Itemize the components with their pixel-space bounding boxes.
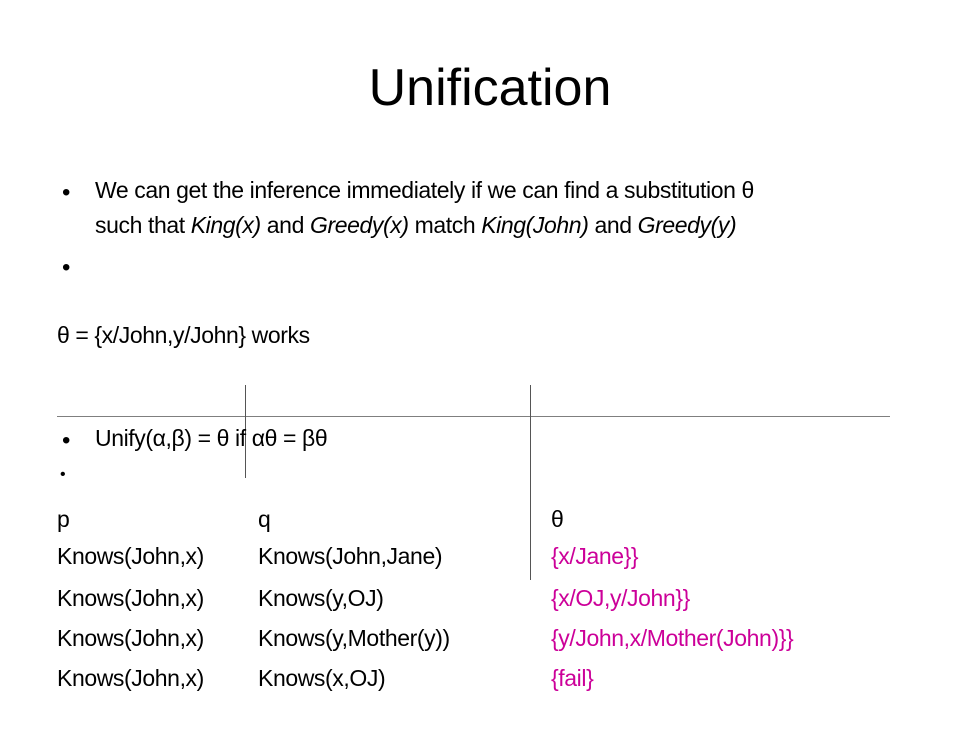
- bullet-1-line-1: We can get the inference immediately if …: [95, 177, 754, 204]
- row-2-q: Knows(y,OJ): [258, 585, 384, 611]
- text-segment: King(John): [481, 212, 589, 238]
- text-segment: Greedy(y): [637, 212, 737, 238]
- bullet-marker: •: [62, 427, 71, 454]
- vertical-rule-1: [245, 385, 246, 478]
- bullet-1-line-2: such that King(x) and Greedy(x) match Ki…: [95, 212, 737, 239]
- text-segment: King(x): [190, 212, 261, 238]
- text-segment: Greedy(x): [309, 212, 409, 238]
- slide-title: Unification: [368, 59, 612, 117]
- row-1-p: Knows(John,x): [57, 543, 204, 569]
- row-2-p: Knows(John,x): [57, 585, 204, 611]
- text-segment: We can get the inference immediately if …: [95, 177, 754, 203]
- row-4-theta: {fail}: [551, 665, 594, 691]
- header-p: p: [57, 506, 70, 532]
- substitution-line: θ = {x/John,y/John} works: [57, 322, 310, 348]
- text-segment: and: [588, 212, 638, 238]
- vertical-rule-2: [530, 385, 531, 580]
- unify-definition: Unify(α,β) = θ if αθ = βθ: [95, 425, 328, 451]
- text-segment: match: [408, 212, 482, 238]
- horizontal-rule: [57, 416, 890, 417]
- row-3-q: Knows(y,Mother(y)): [258, 625, 450, 651]
- row-2-theta: {x/OJ,y/John}}: [551, 585, 690, 611]
- row-3-p: Knows(John,x): [57, 625, 204, 651]
- row-1-q: Knows(John,Jane): [258, 543, 443, 569]
- row-4-q: Knows(x,OJ): [258, 665, 386, 691]
- bullet-marker-empty: •: [62, 254, 71, 281]
- bullet-marker-small: •: [60, 466, 66, 483]
- row-3-theta: {y/John,x/Mother(John)}}: [551, 625, 794, 651]
- header-q: q: [258, 506, 271, 532]
- row-4-p: Knows(John,x): [57, 665, 204, 691]
- bullet-marker: •: [62, 179, 71, 206]
- text-segment: such that: [95, 212, 191, 238]
- header-theta: θ: [551, 506, 564, 532]
- text-segment: and: [260, 212, 310, 238]
- row-1-theta: {x/Jane}}: [551, 543, 639, 569]
